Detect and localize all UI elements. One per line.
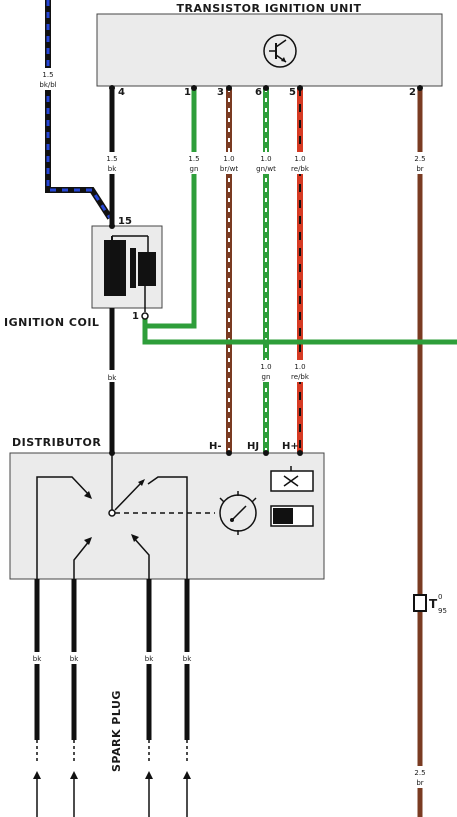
wire-coil-1-gn <box>142 318 457 345</box>
coil-pin-1: 1 <box>132 311 139 322</box>
unit-pin-1: 1 <box>184 87 191 98</box>
svg-text:bk: bk <box>33 655 42 663</box>
transistor-symbol-icon <box>263 34 297 68</box>
wire-label-4: 1.5 bk <box>102 152 122 174</box>
svg-text:1.5: 1.5 <box>42 71 53 79</box>
distributor <box>9 450 325 580</box>
spark-plug-label: SPARK PLUG <box>110 690 123 772</box>
plug-label-4: bk <box>177 652 197 664</box>
plug-label-2: bk <box>64 652 84 664</box>
unit-pin-5: 5 <box>289 87 296 98</box>
unit-pin-4: 4 <box>118 87 125 98</box>
plug-lead-2 <box>73 537 92 580</box>
svg-text:bk/bl: bk/bl <box>39 81 56 89</box>
wire-label-top-left: 1.5 bk/bl <box>38 68 58 90</box>
plug-label-3: bk <box>139 652 159 664</box>
switch-icon <box>270 505 314 527</box>
ignition-coil <box>91 223 163 320</box>
spark-plug-wire-3 <box>145 579 153 817</box>
connector-icon <box>413 594 427 612</box>
wire-label-3: 1.0 br/wt <box>216 152 242 174</box>
wire-label-bottom-right: 2.5 br <box>410 766 430 788</box>
svg-text:bk: bk <box>145 655 154 663</box>
wire-label-coil-out: bk <box>102 370 122 382</box>
unit-pin-3: 3 <box>217 87 224 98</box>
wire-label-2: 2.5 br <box>410 152 430 174</box>
svg-text:1.0: 1.0 <box>294 155 305 163</box>
wire-label-hj-mid: 1.0 gn <box>256 360 276 382</box>
svg-text:br/wt: br/wt <box>220 165 238 173</box>
pin-hj: HJ <box>247 441 259 452</box>
svg-text:gn: gn <box>262 373 271 381</box>
coil-pin-15: 15 <box>118 216 132 227</box>
wire-label-6: 1.0 gn/wt <box>252 152 280 174</box>
plug-lead-4 <box>147 476 188 580</box>
svg-text:1.0: 1.0 <box>260 363 271 371</box>
ignition-coil-label: IGNITION COIL <box>4 316 99 329</box>
unit-pin-2: 2 <box>409 87 416 98</box>
pin-h-plus: H+ <box>282 441 299 452</box>
spark-plug-wire-2 <box>70 579 78 817</box>
svg-text:2.5: 2.5 <box>414 769 425 777</box>
svg-text:br: br <box>416 779 423 787</box>
suppressor-icon <box>270 466 314 492</box>
hall-sender-icon <box>219 491 257 535</box>
transistor-ignition-unit: TRANSISTOR IGNITION UNIT <box>96 2 443 87</box>
svg-text:bk: bk <box>108 165 117 173</box>
svg-text:1.0: 1.0 <box>260 155 271 163</box>
connector-label: T <box>429 597 438 611</box>
plug-lead-3 <box>131 534 150 580</box>
svg-text:gn: gn <box>190 165 199 173</box>
connector-t95: T 0 95 <box>413 593 447 615</box>
spark-plug-wire-1 <box>33 579 41 817</box>
connector-sup: 0 <box>438 593 442 601</box>
svg-text:bk: bk <box>70 655 79 663</box>
spark-plug-wire-4 <box>183 579 191 817</box>
connector-sub: 95 <box>438 607 447 615</box>
svg-text:gn/wt: gn/wt <box>256 165 276 173</box>
svg-text:2.5: 2.5 <box>414 155 425 163</box>
distributor-label: DISTRIBUTOR <box>12 436 101 449</box>
svg-text:1.0: 1.0 <box>223 155 234 163</box>
transistor-unit-box <box>96 13 443 87</box>
rotor-icon <box>108 453 215 517</box>
svg-text:re/bk: re/bk <box>291 373 310 381</box>
svg-text:bk: bk <box>108 374 117 382</box>
unit-pin-6: 6 <box>255 87 262 98</box>
wire-label-5: 1.0 re/bk <box>287 152 313 174</box>
wire-bk-bl <box>45 0 113 220</box>
wire-label-1: 1.5 gn <box>184 152 204 174</box>
pin-h-minus: H- <box>209 441 222 452</box>
svg-text:br: br <box>416 165 423 173</box>
plug-label-1: bk <box>27 652 47 664</box>
coil-icon <box>104 235 156 312</box>
svg-text:re/bk: re/bk <box>291 165 310 173</box>
svg-text:1.0: 1.0 <box>294 363 305 371</box>
wire-label-hplus-mid: 1.0 re/bk <box>287 360 313 382</box>
transistor-unit-title: TRANSISTOR IGNITION UNIT <box>177 2 362 15</box>
svg-text:1.5: 1.5 <box>106 155 117 163</box>
plug-lead-1 <box>36 476 92 580</box>
svg-text:bk: bk <box>183 655 192 663</box>
unit-pin-dots <box>109 85 423 91</box>
svg-text:1.5: 1.5 <box>188 155 199 163</box>
